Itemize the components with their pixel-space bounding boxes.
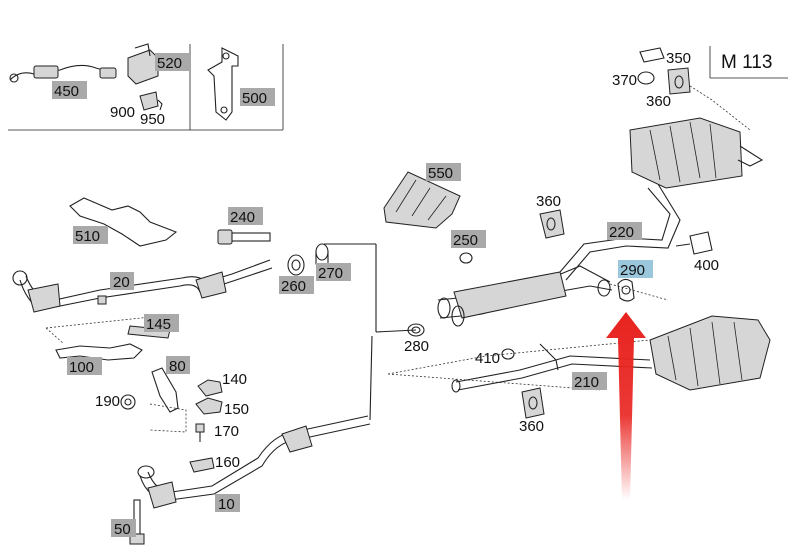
part-label-520: 520 [155, 53, 190, 72]
bolt-410 [501, 343, 559, 371]
model-label: M 113 [721, 52, 772, 73]
clamp-160 [189, 457, 215, 473]
part-label-290: 290 [618, 260, 653, 279]
part-label-145: 145 [144, 314, 179, 333]
part-label-220: 220 [607, 222, 642, 241]
part-label-450: 450 [52, 81, 87, 100]
intermediate-pipe-220 [559, 183, 681, 281]
part-label-360-mid: 360 [536, 193, 561, 210]
part-label-360-lower: 360 [519, 418, 544, 435]
svg-text:500: 500 [242, 90, 267, 107]
svg-text:550: 550 [428, 165, 453, 182]
nut-190 [120, 394, 136, 410]
hanger-bracket-350 [639, 47, 665, 63]
part-label-240: 240 [228, 207, 263, 226]
part-label-400: 400 [694, 257, 719, 274]
heat-bracket-part [207, 47, 239, 121]
mount-bracket-80 [151, 367, 179, 413]
part-label-80: 80 [166, 356, 190, 375]
middle-silencer-part [437, 265, 613, 327]
rubber-hanger-360-lower [521, 387, 545, 419]
rubber-hanger-360-top [539, 209, 565, 239]
front-pipe-part [12, 259, 273, 313]
part-label-140: 140 [222, 371, 247, 388]
rear-silencer-lower [649, 315, 771, 391]
tailpipe-210 [451, 355, 653, 393]
svg-text:250: 250 [453, 232, 478, 249]
part-label-170: 170 [214, 423, 239, 440]
svg-text:50: 50 [114, 521, 131, 538]
floor-shield-part [69, 197, 178, 247]
part-label-500: 500 [240, 88, 275, 107]
svg-text:20: 20 [113, 274, 130, 291]
part-label-160: 160 [215, 454, 240, 471]
svg-text:80: 80 [169, 358, 186, 375]
rear-silencer-top [629, 117, 764, 189]
svg-text:520: 520 [157, 55, 182, 72]
svg-text:10: 10 [218, 496, 235, 513]
rubber-mount-140 [197, 379, 223, 397]
part-label-350: 350 [666, 50, 691, 67]
part-label-370: 370 [612, 72, 637, 89]
clamp-290 [617, 278, 635, 302]
model-label-box: M 113 [709, 46, 788, 79]
svg-text:100: 100 [69, 359, 94, 376]
oxygen-sensor-part [9, 64, 117, 83]
svg-text:210: 210 [574, 374, 599, 391]
part-label-190: 190 [95, 393, 120, 410]
leader-rear-hanger [689, 85, 751, 131]
part-label-210: 210 [572, 372, 607, 391]
gasket-part [287, 254, 305, 276]
svg-text:290: 290 [620, 262, 645, 279]
part-label-260: 260 [279, 276, 314, 295]
part-label-150: 150 [224, 401, 249, 418]
bolt-170 [195, 423, 205, 442]
bracket-400 [675, 231, 713, 255]
downpipe-part [137, 335, 373, 509]
svg-text:145: 145 [146, 316, 171, 333]
part-label-50: 50 [111, 519, 136, 538]
part-label-360-top: 360 [646, 93, 671, 110]
svg-text:510: 510 [75, 228, 100, 245]
part-label-900: 900 [110, 104, 135, 121]
part-label-410: 410 [475, 350, 500, 367]
rubber-mount-150 [195, 397, 223, 415]
part-label-550: 550 [426, 163, 461, 182]
nut-250 [459, 252, 473, 264]
flange-bolt-part [217, 229, 271, 245]
part-label-270: 270 [316, 263, 351, 282]
heat-shield-part [383, 171, 461, 229]
part-label-950: 950 [140, 111, 165, 128]
svg-text:240: 240 [230, 209, 255, 226]
part-label-10: 10 [215, 494, 240, 513]
part-label-510: 510 [73, 226, 108, 245]
assembly-dashed-lines [45, 243, 669, 433]
part-label-20: 20 [110, 272, 134, 291]
washer-370 [637, 71, 655, 85]
stud-bolt-part [129, 499, 145, 545]
part-label-100: 100 [67, 357, 102, 376]
part-label-250: 250 [451, 230, 486, 249]
highlight-arrow [606, 312, 646, 500]
svg-text:270: 270 [318, 265, 343, 282]
svg-text:220: 220 [609, 224, 634, 241]
part-label-280: 280 [404, 338, 429, 355]
sensor-bracket-part [127, 43, 163, 111]
rubber-hanger-360-top-right [667, 67, 691, 95]
svg-text:450: 450 [54, 83, 79, 100]
svg-text:260: 260 [281, 278, 306, 295]
